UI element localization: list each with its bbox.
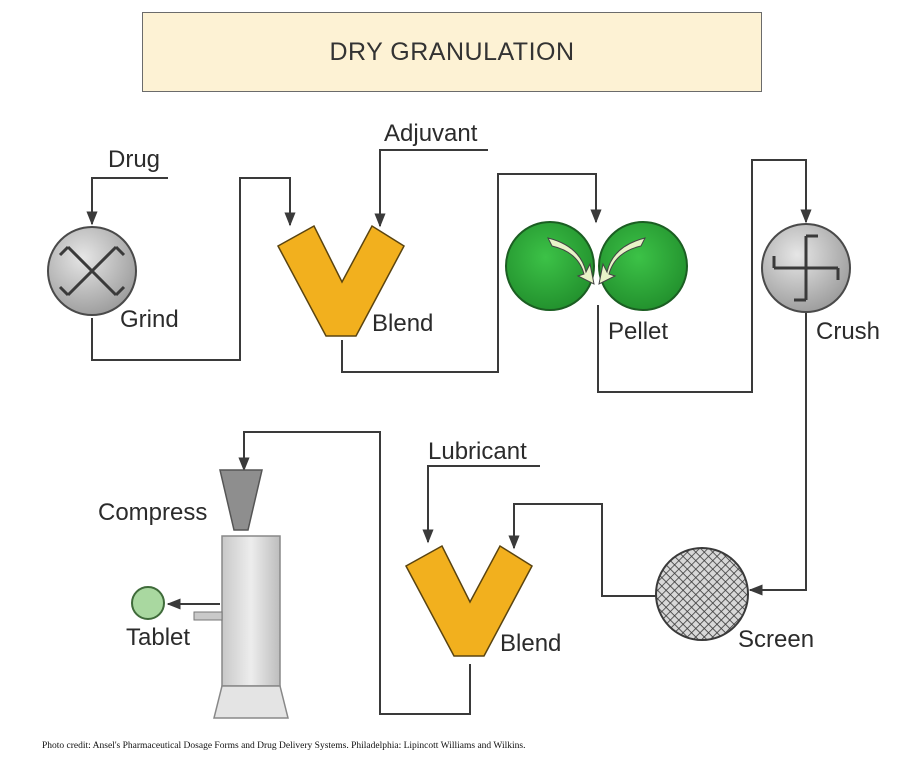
press-ejector (193, 611, 223, 621)
connector-blend-to-pellet (341, 173, 602, 373)
label-adjuvant: Adjuvant (384, 120, 478, 147)
crusher-blades-icon (772, 234, 840, 302)
connector-drug-feed (86, 177, 168, 226)
label-blend-2: Blend (500, 630, 562, 657)
connector-pellet-to-crush (597, 159, 812, 393)
press-hopper (219, 469, 263, 531)
label-blend-1: Blend (372, 310, 434, 337)
label-compress: Compress (98, 499, 208, 526)
label-screen: Screen (738, 626, 815, 653)
grinder (47, 226, 137, 316)
label-drug: Drug (108, 146, 161, 173)
label-pellet: Pellet (608, 318, 669, 345)
v-blender-2 (404, 544, 533, 657)
label-tablet: Tablet (126, 624, 191, 651)
grinder-blades-icon (58, 245, 126, 297)
crusher (761, 223, 851, 313)
label-grind: Grind (120, 306, 179, 333)
connector-lubricant-feed (422, 465, 540, 544)
tablet-press (193, 469, 289, 719)
roller-arrow-right-icon (598, 237, 646, 285)
roller-arrow-left-icon (547, 237, 595, 285)
connector-blend-to-press (238, 431, 471, 715)
press-body (221, 535, 281, 687)
connector-adjuvant-feed (374, 149, 488, 228)
label-crush: Crush (816, 318, 881, 345)
screen-mesh (655, 547, 749, 641)
press-base (213, 685, 289, 719)
v-blender-1 (276, 224, 405, 337)
title-box: DRY GRANULATION (142, 12, 762, 92)
pellet-rollers (505, 221, 688, 311)
photo-credit: Photo credit: Ansel's Pharmaceutical Dos… (42, 741, 526, 751)
connector-grind-to-blend (91, 177, 296, 361)
diagram-title: DRY GRANULATION (329, 37, 575, 66)
tablet-product (131, 586, 165, 620)
label-lubricant: Lubricant (428, 438, 527, 465)
connector-crush-to-screen (748, 312, 807, 596)
flow-connectors (86, 149, 812, 715)
connector-screen-to-blend (508, 503, 656, 597)
